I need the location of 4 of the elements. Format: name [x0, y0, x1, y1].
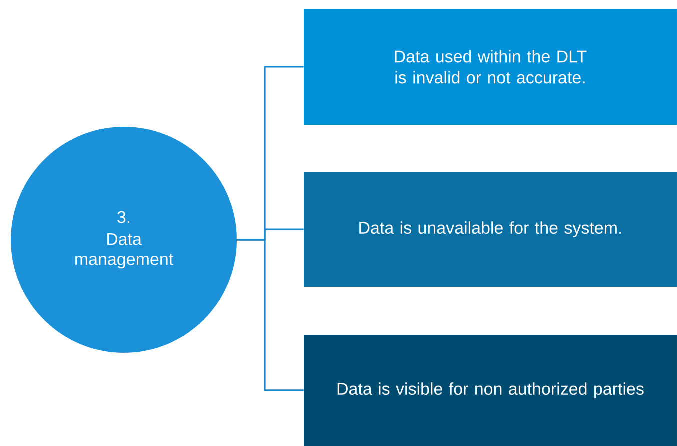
text-box: Data is unavailable for the system.	[304, 172, 677, 287]
text-box: Data used within the DLT is invalid or not accurate.	[304, 9, 677, 125]
connector-line	[237, 239, 304, 392]
text-box: Data is visible for non authorized parties	[304, 334, 677, 446]
